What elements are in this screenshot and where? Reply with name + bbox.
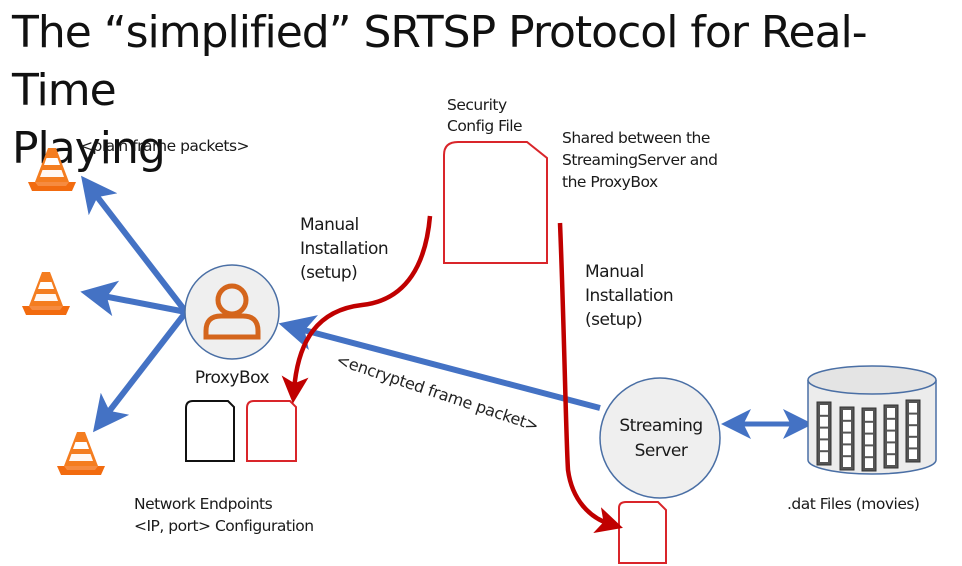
film-strip	[839, 406, 855, 471]
slide-title: The “simplified” SRTSP Protocol for Real…	[12, 4, 962, 178]
manual-install-right-line-1: Manual	[585, 262, 644, 282]
player-3-vlc-cone-icon	[57, 432, 105, 475]
security-config-file-label-line-1: Security	[447, 96, 507, 114]
plain-packet-arrows	[80, 175, 189, 433]
security-config-file-icon	[443, 141, 548, 264]
film-strip	[816, 401, 832, 466]
proxybox-node	[184, 264, 280, 360]
streaming-server-label: Streaming Server	[605, 414, 717, 464]
manual-install-left-line-3: (setup)	[300, 263, 358, 283]
slide-title-line-1: The “simplified” SRTSP Protocol for Real…	[12, 7, 868, 116]
streaming-server-label-line-2: Server	[634, 441, 688, 461]
film-strip	[861, 407, 877, 472]
shared-note-line-3: the ProxyBox	[562, 173, 658, 191]
film-database-icon	[807, 365, 937, 475]
film-strip	[905, 399, 921, 463]
packet-arrow-to-player-3	[92, 310, 189, 433]
manual-install-arrow-to-proxybox	[281, 215, 433, 404]
network-endpoints-file-icon	[185, 400, 235, 462]
shared-note-line-2: StreamingServer and	[562, 151, 718, 169]
network-endpoints-label: Network Endpoints <IP, port> Configurati…	[134, 493, 314, 537]
encrypted-packet-arrow	[278, 315, 601, 411]
manual-install-right-line-3: (setup)	[585, 310, 643, 330]
dat-files-label: .dat Files (movies)	[787, 495, 920, 513]
security-config-file-label-line-2: Config File	[447, 117, 523, 135]
packet-arrow-to-player-1	[81, 175, 189, 314]
player-1-vlc-cone-icon	[28, 148, 76, 191]
proxybox-label: ProxyBox	[194, 368, 270, 388]
player-2-vlc-cone-icon	[22, 272, 70, 315]
manual-install-right-line-2: Installation	[585, 286, 674, 306]
server-security-config-copy-icon	[618, 501, 667, 564]
network-endpoints-label-line-1: Network Endpoints	[134, 495, 273, 513]
manual-install-left-line-1: Manual	[300, 215, 359, 235]
network-endpoints-label-line-2: <IP, port> Configuration	[134, 517, 314, 535]
person-icon	[203, 283, 261, 340]
shared-note-label: Shared between the StreamingServer and t…	[562, 127, 718, 193]
manual-install-arrow-to-server	[557, 222, 623, 534]
plain-frame-packets-label: <plain frame packets>	[80, 137, 250, 155]
film-strip	[883, 404, 899, 469]
streaming-server-node	[599, 377, 721, 499]
slide-title-line-2: Playing	[12, 123, 166, 174]
manual-install-right-label: Manual Installation (setup)	[585, 260, 674, 332]
shared-note-line-1: Shared between the	[562, 129, 710, 147]
manual-install-left-label: Manual Installation (setup)	[300, 213, 389, 285]
streaming-server-label-line-1: Streaming	[619, 416, 703, 436]
packet-arrow-to-player-2	[80, 280, 187, 317]
manual-install-left-line-2: Installation	[300, 239, 389, 259]
proxybox-security-config-copy-icon	[246, 400, 297, 462]
security-config-file-label: Security Config File	[447, 95, 523, 137]
